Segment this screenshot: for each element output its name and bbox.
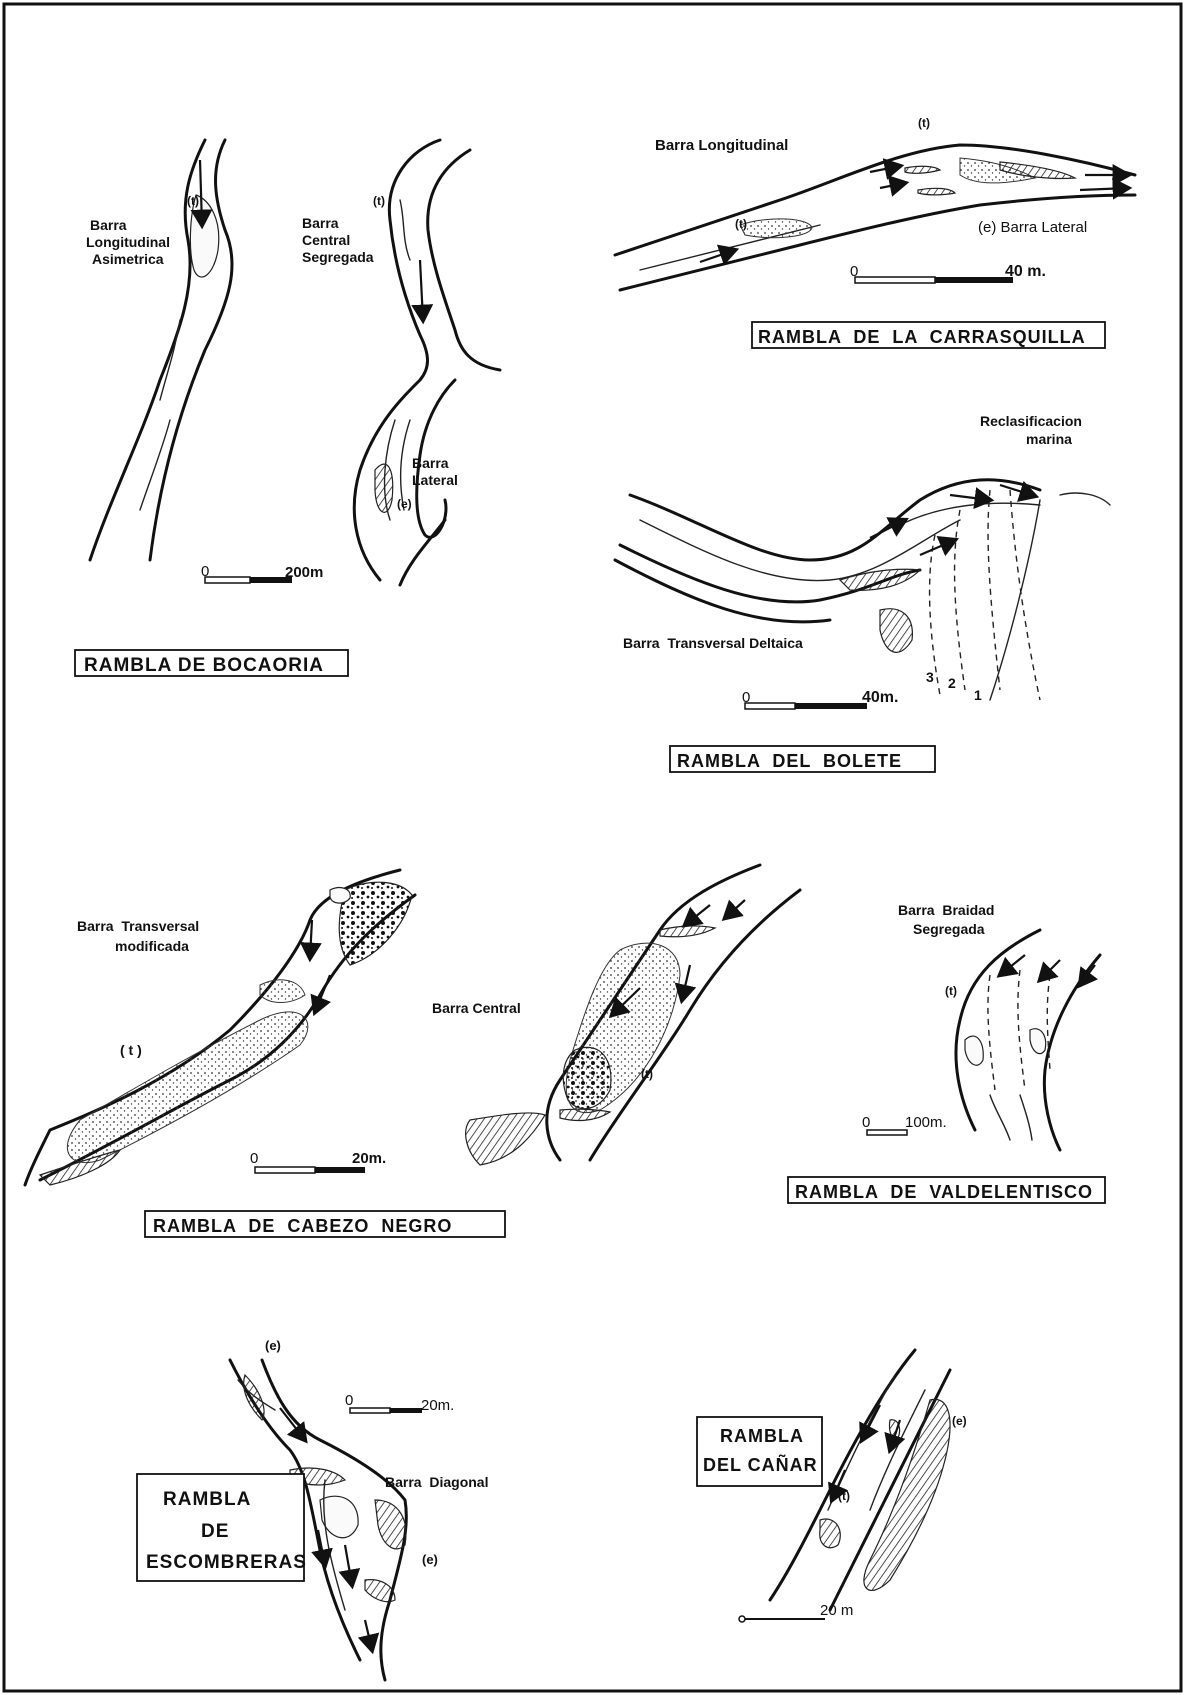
- panel-canar: (t) (e) 20 m RAMBLA DEL CAÑAR: [697, 1350, 967, 1622]
- scale-bar-escombreras: 0 20m.: [345, 1392, 454, 1414]
- label-valdelentisco-bar-1: Barra Braidad: [898, 902, 994, 918]
- label-bolete-shore-1: 1: [974, 687, 982, 703]
- label-escombreras-e2: (e): [422, 1552, 438, 1567]
- label-central-t: (t): [641, 1067, 653, 1081]
- scale-bocaoria-end: 200m: [285, 564, 323, 581]
- scale-escombreras-end: 20m.: [421, 1397, 454, 1414]
- title-bocaoria: RAMBLA DE BOCAORIA: [84, 655, 324, 676]
- title-bolete: RAMBLA DEL BOLETE: [677, 751, 902, 771]
- title-canar-1: RAMBLA: [720, 1426, 804, 1446]
- label-bocaoria-bar-central-1: Barra: [302, 215, 339, 231]
- title-box-cabezo: RAMBLA DE CABEZO NEGRO: [145, 1211, 505, 1237]
- title-box-carrasquilla: RAMBLA DE LA CARRASQUILLA: [752, 322, 1105, 348]
- label-cabezo-t: ( t ): [120, 1042, 142, 1058]
- label-canar-e: (e): [952, 1414, 967, 1428]
- title-escombreras-1: RAMBLA: [163, 1489, 251, 1510]
- label-bocaoria-e: (e): [397, 497, 412, 511]
- label-bocaoria-t2: (t): [373, 194, 385, 208]
- label-carrasquilla-t2: (t): [735, 217, 747, 231]
- scale-bocaoria-zero: 0: [201, 563, 209, 580]
- title-carrasquilla: RAMBLA DE LA CARRASQUILLA: [758, 327, 1086, 347]
- scale-valdelentisco-end: 100m.: [905, 1114, 947, 1131]
- label-canar-t: (t): [838, 1489, 850, 1503]
- label-bolete-shore-2: 2: [948, 675, 956, 691]
- label-carrasquilla-t1: (t): [918, 116, 930, 130]
- title-box-escombreras: RAMBLA DE ESCOMBRERAS: [137, 1474, 307, 1581]
- scale-bolete-end: 40m.: [862, 689, 898, 706]
- scale-canar-end: 20 m: [820, 1602, 853, 1619]
- label-bocaoria-bar-lateral-1: Barra: [412, 455, 449, 471]
- title-box-valdelentisco: RAMBLA DE VALDELENTISCO: [788, 1177, 1105, 1203]
- title-box-bocaoria: RAMBLA DE BOCAORIA: [75, 650, 348, 676]
- label-carrasquilla-bar-lateral: (e) Barra Lateral: [978, 219, 1087, 236]
- title-box-bolete: RAMBLA DEL BOLETE: [670, 746, 935, 772]
- scale-valdelentisco-zero: 0: [862, 1114, 870, 1131]
- label-cabezo-bar-trans-2: modificada: [115, 938, 189, 954]
- title-escombreras-2: DE: [201, 1521, 229, 1542]
- label-bocaoria-bar-lateral-2: Lateral: [412, 472, 458, 488]
- label-bocaoria-t1: (t): [187, 194, 199, 208]
- label-escombreras-e1: (e): [265, 1338, 281, 1353]
- scale-escombreras-zero: 0: [345, 1392, 353, 1409]
- title-box-canar: RAMBLA DEL CAÑAR: [697, 1417, 822, 1486]
- scale-bar-carrasquilla: 0 40 m.: [850, 263, 1046, 283]
- scale-cabezo-end: 20m.: [352, 1150, 386, 1167]
- label-bocaoria-bar-central-3: Segregada: [302, 249, 374, 265]
- title-valdelentisco: RAMBLA DE VALDELENTISCO: [795, 1182, 1093, 1202]
- panel-valdelentisco: Barra Braidad Segregada (t) 0 100m. RAMB…: [788, 902, 1105, 1203]
- label-bolete-bar-trans: Barra Transversal Deltaica: [623, 635, 803, 651]
- label-bolete-reclas-2: marina: [1026, 431, 1072, 447]
- panel-bolete: Reclasificacion marina Barra Transversal…: [615, 413, 1110, 772]
- scale-bar-canar: 20 m: [739, 1602, 853, 1622]
- label-bocaoria-bar-central-2: Central: [302, 232, 350, 248]
- panel-barra-central: Barra Central (t): [432, 865, 800, 1165]
- panel-cabezo-negro: Barra Transversal modificada ( t ) 0 20m…: [25, 870, 505, 1237]
- panel-bocaoria: (t) Barra Longitudinal Asimetrica (t) Ba…: [75, 140, 500, 676]
- label-carrasquilla-bar-long: Barra Longitudinal: [655, 137, 788, 154]
- scale-carrasquilla-end: 40 m.: [1005, 263, 1046, 280]
- panel-carrasquilla: (t) Barra Longitudinal (t) (e) Barra Lat…: [615, 116, 1135, 348]
- label-bolete-shore-3: 3: [926, 669, 934, 685]
- channel-bocaoria-left: [90, 140, 232, 560]
- scale-bar-cabezo: 0 20m.: [250, 1150, 386, 1173]
- scale-bolete-zero: 0: [742, 689, 750, 706]
- label-cabezo-bar-trans-1: Barra Transversal: [77, 918, 199, 934]
- label-valdelentisco-bar-2: Segregada: [913, 921, 985, 937]
- title-canar-2: DEL CAÑAR: [703, 1454, 818, 1475]
- title-escombreras-3: ESCOMBRERAS: [146, 1552, 307, 1573]
- panel-escombreras: (e) Barra Diagonal (e) 0 20m. RAMBLA DE …: [137, 1338, 488, 1680]
- scale-bar-valdelentisco: 0 100m.: [862, 1114, 947, 1135]
- label-bolete-reclas-1: Reclasificacion: [980, 413, 1082, 429]
- title-cabezo: RAMBLA DE CABEZO NEGRO: [153, 1216, 452, 1236]
- scale-bar-bolete: 0 40m.: [742, 689, 898, 709]
- scale-bar-bocaoria: 0 200m: [201, 563, 323, 583]
- label-bocaoria-bar-long-1: Barra: [90, 217, 127, 233]
- scale-carrasquilla-zero: 0: [850, 263, 858, 280]
- label-central-bar: Barra Central: [432, 1000, 521, 1016]
- label-bocaoria-bar-long-2: Longitudinal: [86, 234, 170, 250]
- label-bocaoria-bar-long-3: Asimetrica: [92, 251, 164, 267]
- label-valdelentisco-t: (t): [945, 984, 957, 998]
- scale-cabezo-zero: 0: [250, 1150, 258, 1167]
- page-border: [4, 4, 1181, 1691]
- label-escombreras-bar: Barra Diagonal: [385, 1474, 488, 1490]
